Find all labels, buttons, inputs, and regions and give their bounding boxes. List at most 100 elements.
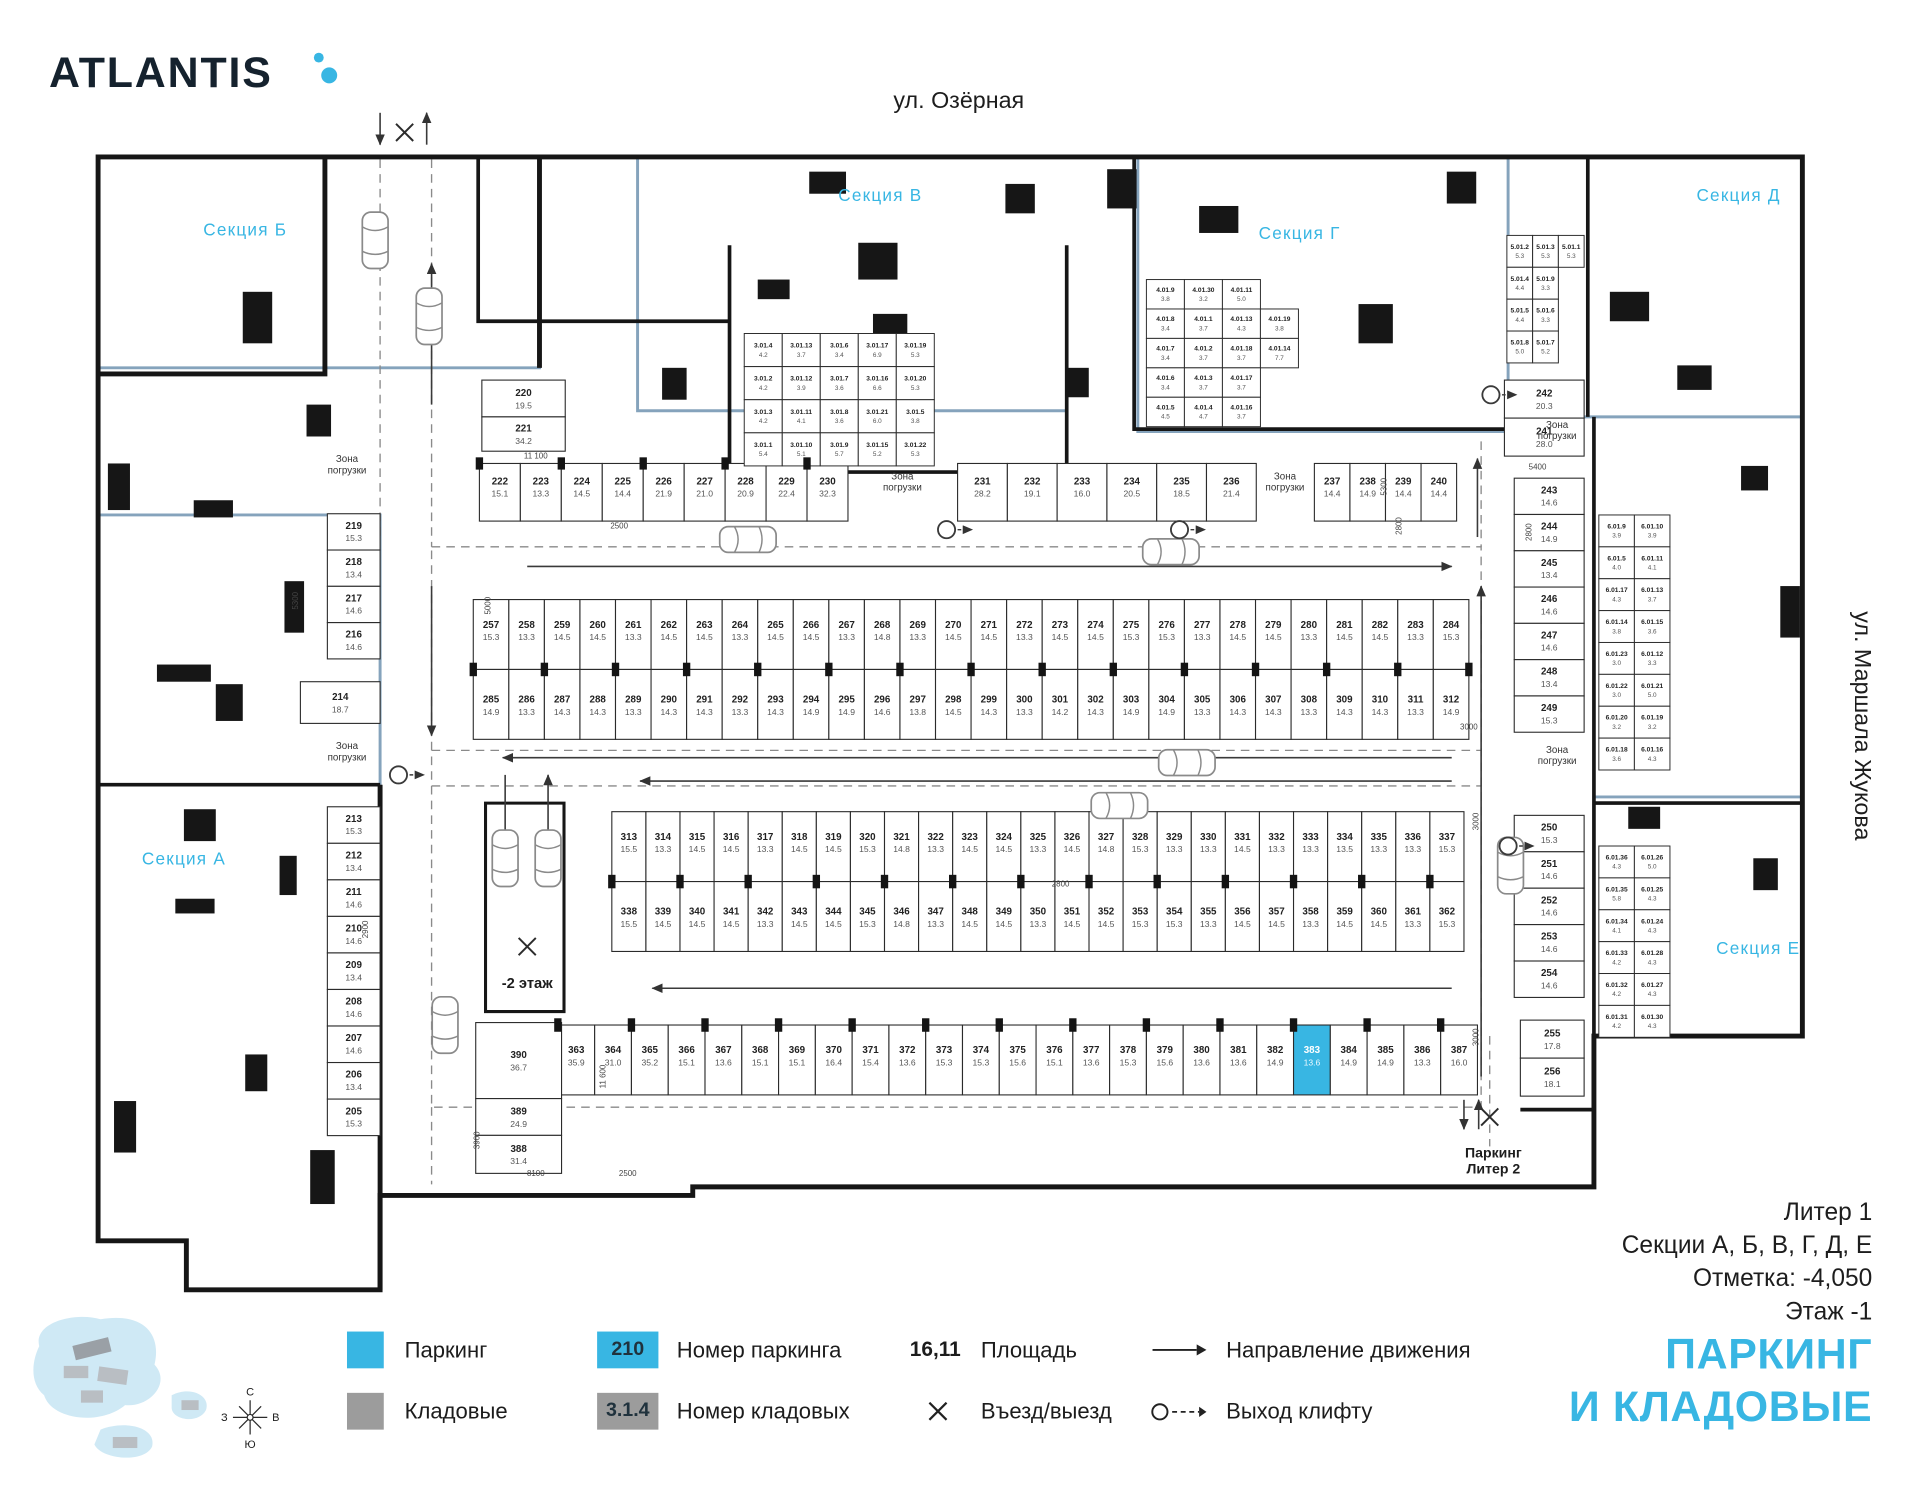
storage-cell-5.01.8[interactable]: 5.01.85.0	[1506, 330, 1534, 364]
storage-cell-3.01.6[interactable]: 3.01.63.4	[819, 333, 859, 368]
storage-cell-4.01.3[interactable]: 4.01.33.7	[1183, 367, 1223, 398]
storage-cell-4.01.18[interactable]: 4.01.183.7	[1221, 337, 1261, 369]
storage-cell-4.01.30[interactable]: 4.01.303.2	[1183, 279, 1223, 310]
storage-cell-6.01.28[interactable]: 6.01.284.3	[1633, 941, 1671, 975]
storage-cell-6.01.32[interactable]: 6.01.324.2	[1598, 973, 1635, 1006]
storage-cell-3.01.21[interactable]: 3.01.216.0	[857, 399, 897, 434]
storage-cell-6.01.15[interactable]: 6.01.153.6	[1633, 610, 1671, 643]
storage-cell-3.01.11[interactable]: 3.01.114.1	[781, 399, 821, 434]
storage-cell-3.01.3[interactable]: 3.01.34.2	[743, 399, 783, 434]
storage-cell-6.01.10[interactable]: 6.01.103.9	[1633, 514, 1671, 548]
storage-cell-5.01.4[interactable]: 5.01.44.4	[1506, 266, 1534, 300]
storage-cell-6.01.27[interactable]: 6.01.274.3	[1633, 973, 1671, 1006]
storage-cell-6.01.13[interactable]: 6.01.133.7	[1633, 578, 1671, 612]
storage-cell-5.01.5[interactable]: 5.01.54.4	[1506, 298, 1534, 332]
storage-cell-4.01.16[interactable]: 4.01.163.7	[1221, 396, 1261, 428]
storage-cell-6.01.12[interactable]: 6.01.123.3	[1633, 641, 1671, 675]
storage-cell-6.01.25[interactable]: 6.01.254.3	[1633, 877, 1671, 911]
storage-cell-4.01.4[interactable]: 4.01.44.7	[1183, 396, 1223, 428]
storage-cell-6.01.11[interactable]: 6.01.114.1	[1633, 546, 1671, 580]
storage-cell-3.01.8[interactable]: 3.01.83.6	[819, 399, 859, 434]
storage-cell-6.01.24[interactable]: 6.01.244.3	[1633, 909, 1671, 943]
storage-cell-6.01.31[interactable]: 6.01.314.2	[1598, 1004, 1635, 1038]
storage-cell-4.01.1[interactable]: 4.01.13.7	[1183, 308, 1223, 339]
storage-cell-4.01.5[interactable]: 4.01.54.5	[1145, 396, 1185, 428]
storage-cell-3.01.13[interactable]: 3.01.133.7	[781, 333, 821, 368]
storage-cell-4.01.14[interactable]: 4.01.147.7	[1259, 337, 1299, 369]
